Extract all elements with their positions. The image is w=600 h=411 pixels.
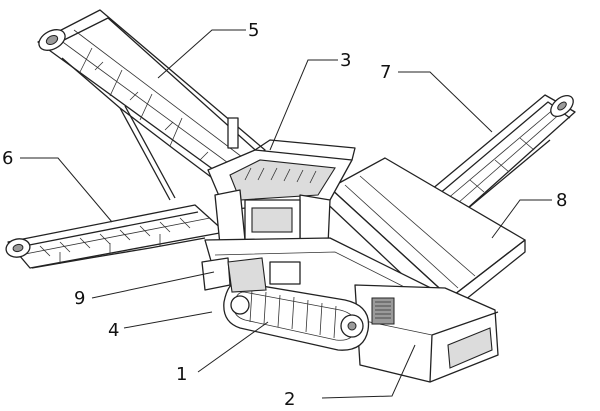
callout-7: 7 — [380, 62, 391, 83]
leader-9 — [91, 271, 215, 299]
leader-3 — [269, 59, 338, 151]
hopper-3 — [207, 139, 356, 246]
side-conveyor-7 — [424, 94, 576, 216]
chassis — [201, 237, 499, 383]
callout-1: 1 — [176, 364, 187, 385]
callout-9: 9 — [74, 288, 85, 309]
callout-4: 4 — [108, 320, 119, 341]
callout-2: 2 — [284, 389, 295, 410]
callout-3: 3 — [340, 50, 351, 71]
leader-6 — [20, 157, 113, 223]
leader-5 — [157, 29, 246, 79]
leader-7 — [398, 71, 493, 133]
leader-8 — [491, 199, 552, 239]
leader-4 — [123, 311, 213, 329]
callout-5: 5 — [248, 20, 259, 41]
rear-conveyor-5 — [37, 9, 266, 201]
leader-2 — [321, 344, 416, 399]
leader-1 — [197, 321, 269, 373]
callout-8: 8 — [556, 190, 567, 211]
callouts: 1 2 3 4 5 6 7 8 9 — [2, 20, 567, 410]
crawler-track-1 — [223, 281, 370, 351]
frame-bracket-4 — [227, 257, 267, 293]
leader-lines — [20, 29, 552, 399]
support-leg-9 — [201, 257, 231, 291]
side-conveyor-6 — [5, 204, 226, 269]
callout-6: 6 — [2, 148, 13, 169]
